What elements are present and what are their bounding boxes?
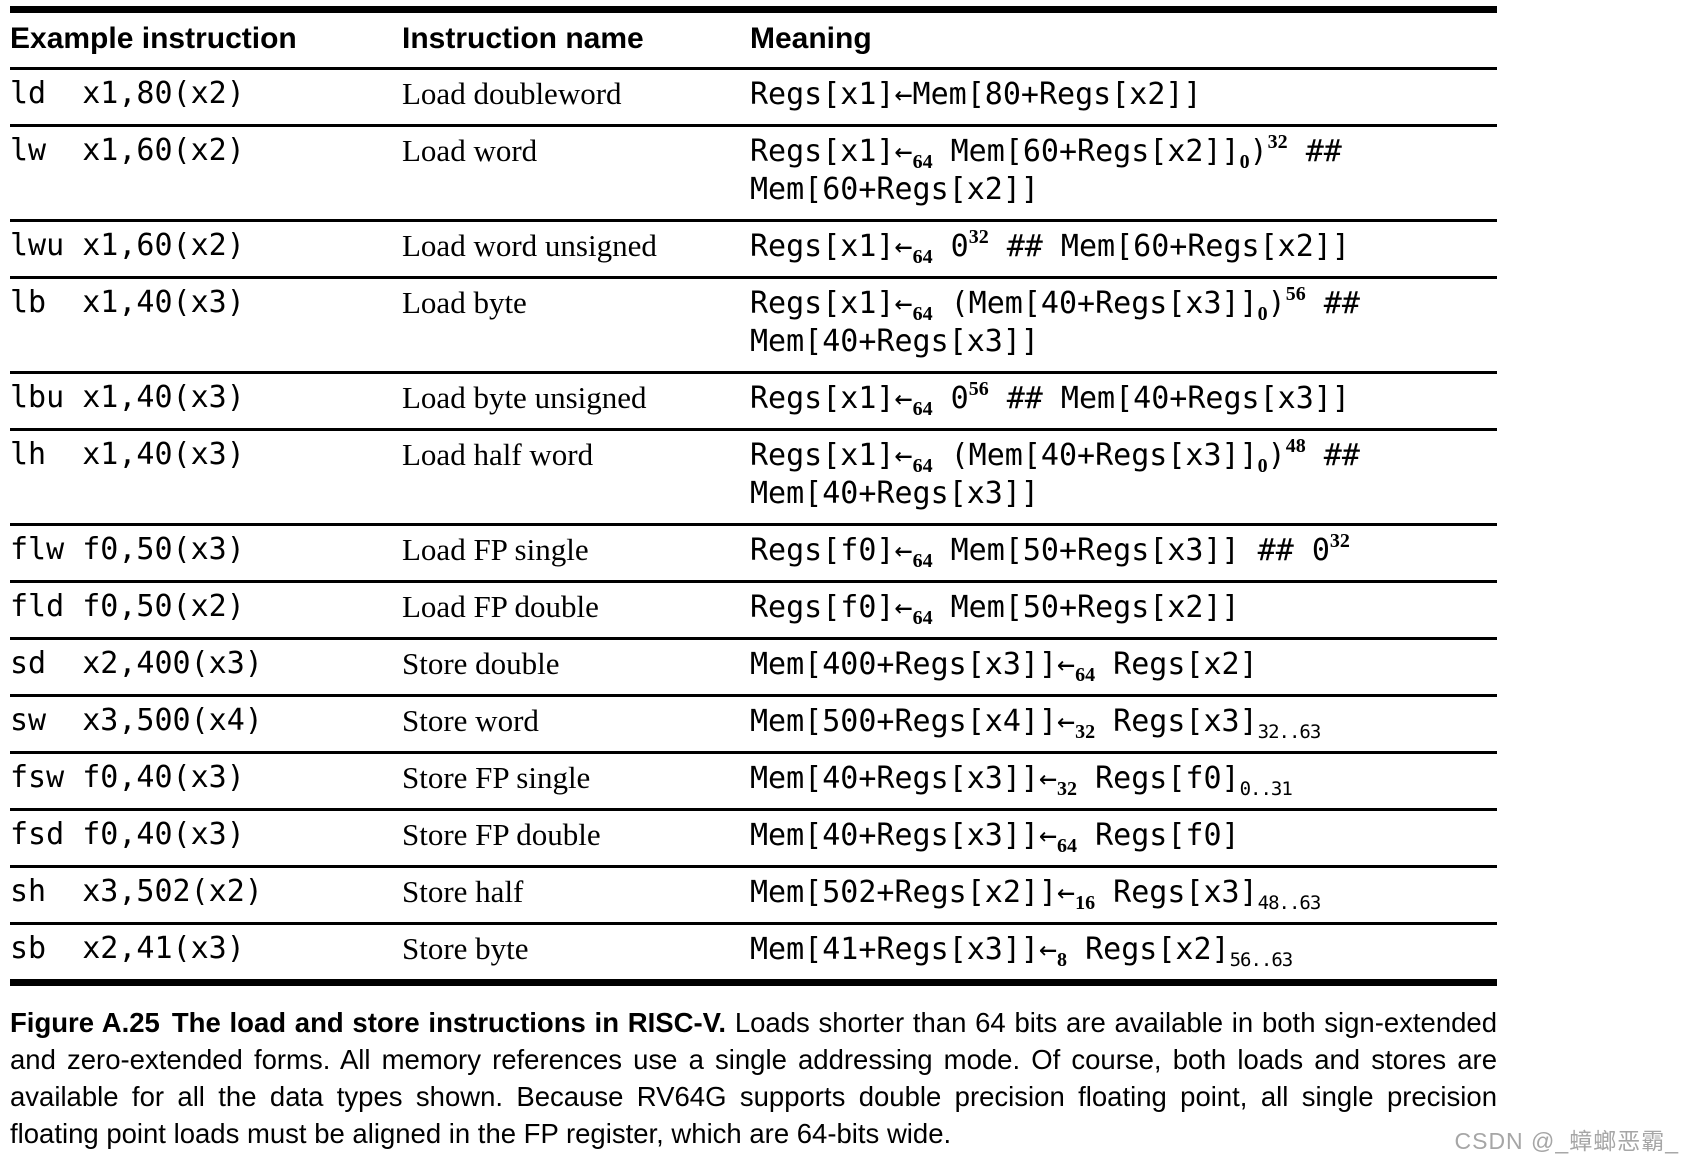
figure-caption-lead: The load and store instructions in RISC-…: [171, 1007, 727, 1038]
cell-meaning: Regs[x1]←64 032 ## Mem[60+Regs[x2]]: [750, 226, 1350, 268]
table-row: lw x1,60(x2) Load word Regs[x1]←64 Mem[60+…: [10, 125, 1497, 221]
subscript: 56..63: [1229, 949, 1294, 971]
table-row: lh x1,40(x3) Load half word Regs[x1]←64 (M…: [10, 429, 1497, 525]
subscript: 64: [912, 246, 933, 268]
subscript: 64: [912, 303, 933, 325]
cell-example-instruction: flw f0,50(x3): [10, 532, 245, 567]
subscript: 32: [1057, 778, 1078, 800]
cell-meaning: Regs[f0]←64 Mem[50+Regs[x3]] ## 032: [750, 530, 1350, 572]
cell-example-instruction: lh x1,40(x3): [10, 437, 245, 472]
cell-instruction-name: Load byte: [402, 285, 527, 320]
cell-meaning: Mem[400+Regs[x3]]←64 Regs[x2]: [750, 647, 1258, 686]
subscript: 64: [1057, 835, 1078, 857]
subscript: 8: [1057, 949, 1068, 971]
cell-example-instruction: fld f0,50(x2): [10, 589, 245, 624]
figure-caption-label: Figure A.25: [10, 1007, 160, 1038]
cell-meaning: Mem[41+Regs[x3]]←8 Regs[x2]56..63: [750, 932, 1294, 971]
cell-example-instruction: sd x2,400(x3): [10, 646, 263, 681]
subscript: 0: [1239, 151, 1250, 173]
cell-example-instruction: fsw f0,40(x3): [10, 760, 245, 795]
cell-meaning: Regs[x1]←64 056 ## Mem[40+Regs[x3]]: [750, 378, 1350, 420]
column-header-instruction-name: Instruction name: [402, 9, 750, 70]
superscript: 48: [1285, 435, 1306, 457]
table-row: fsw f0,40(x3) Store FP single Mem[40+Regs[…: [10, 752, 1497, 810]
subscript: 64: [912, 607, 933, 629]
subscript: 64: [912, 455, 933, 477]
subscript: 32..63: [1257, 721, 1322, 743]
subscript: 64: [912, 398, 933, 420]
table-row: sb x2,41(x3) Store byte Mem[41+Regs[x3]]←8…: [10, 923, 1497, 983]
cell-example-instruction: ld x1,80(x2): [10, 76, 245, 111]
superscript: 32: [968, 226, 989, 248]
cell-example-instruction: lw x1,60(x2): [10, 133, 245, 168]
cell-meaning: Regs[x1]←64 (Mem[40+Regs[x3]]0)48 ## Mem…: [750, 435, 1378, 511]
cell-meaning: Mem[500+Regs[x4]]←32 Regs[x3]32..63: [750, 704, 1322, 743]
column-header-example-instruction: Example instruction: [10, 9, 402, 70]
cell-instruction-name: Load FP double: [402, 589, 599, 624]
cell-meaning: Regs[x1]←64 Mem[60+Regs[x2]]0)32 ## Mem[…: [750, 131, 1360, 207]
column-header-meaning: Meaning: [750, 9, 1497, 70]
cell-instruction-name: Load byte unsigned: [402, 380, 647, 415]
superscript: 32: [1267, 131, 1288, 153]
subscript: 0..31: [1239, 778, 1293, 800]
cell-instruction-name: Load word: [402, 133, 538, 168]
cell-example-instruction: sb x2,41(x3): [10, 931, 245, 966]
table-row: sw x3,500(x4) Store word Mem[500+Regs[x4]]…: [10, 695, 1497, 753]
table-row: fsd f0,40(x3) Store FP double Mem[40+Regs[…: [10, 809, 1497, 867]
table-row: flw f0,50(x3) Load FP single Regs[f0]←64 M…: [10, 524, 1497, 582]
cell-meaning: Mem[502+Regs[x2]]←16 Regs[x3]48..63: [750, 875, 1322, 914]
header-row: Example instruction Instruction name Mea…: [10, 9, 1497, 70]
superscript: 32: [1329, 530, 1350, 552]
cell-example-instruction: sw x3,500(x4): [10, 703, 263, 738]
superscript: 56: [968, 378, 989, 400]
cell-example-instruction: fsd f0,40(x3): [10, 817, 245, 852]
cell-example-instruction: lwu x1,60(x2): [10, 228, 245, 263]
table-row: sh x3,502(x2) Store half Mem[502+Regs[x2]]…: [10, 866, 1497, 924]
cell-example-instruction: sh x3,502(x2): [10, 874, 263, 909]
subscript: 48..63: [1257, 892, 1322, 914]
table-row: lwu x1,60(x2) Load word unsigned Regs[x1]←…: [10, 220, 1497, 278]
cell-meaning: Regs[x1]←64 (Mem[40+Regs[x3]]0)56 ## Mem…: [750, 283, 1378, 359]
cell-instruction-name: Store double: [402, 646, 560, 681]
subscript: 0: [1257, 303, 1268, 325]
cell-example-instruction: lb x1,40(x3): [10, 285, 245, 320]
cell-instruction-name: Load word unsigned: [402, 228, 657, 263]
cell-meaning: Mem[40+Regs[x3]]←64 Regs[f0]: [750, 818, 1240, 857]
table-row: fld f0,50(x2) Load FP double Regs[f0]←64 M…: [10, 581, 1497, 639]
cell-instruction-name: Load half word: [402, 437, 594, 472]
table-body: ld x1,80(x2) Load doubleword Regs[x1]←Mem[…: [10, 69, 1497, 983]
superscript: 56: [1285, 283, 1306, 305]
cell-instruction-name: Store FP single: [402, 760, 591, 795]
cell-instruction-name: Store byte: [402, 931, 529, 966]
table-header: Example instruction Instruction name Mea…: [10, 9, 1497, 70]
figure-caption: Figure A.25 The load and store instructio…: [10, 1004, 1497, 1152]
table-row: lbu x1,40(x3) Load byte unsigned Regs[x1]←…: [10, 372, 1497, 430]
cell-instruction-name: Store half: [402, 874, 524, 909]
cell-instruction-name: Load FP single: [402, 532, 589, 567]
subscript: 64: [912, 550, 933, 572]
cell-meaning: Mem[40+Regs[x3]]←32 Regs[f0]0..31: [750, 761, 1293, 800]
cell-meaning: Regs[x1]←Mem[80+Regs[x2]]: [750, 77, 1202, 112]
table-row: ld x1,80(x2) Load doubleword Regs[x1]←Mem[…: [10, 69, 1497, 126]
cell-instruction-name: Load doubleword: [402, 76, 622, 111]
instruction-table: Example instruction Instruction name Mea…: [10, 6, 1497, 986]
subscript: 64: [1075, 664, 1096, 686]
subscript: 32: [1075, 721, 1096, 743]
figure-caption-body: Loads shorter than 64 bits are available…: [10, 1007, 1498, 1149]
cell-instruction-name: Store FP double: [402, 817, 601, 852]
subscript: 0: [1257, 455, 1268, 477]
subscript: 16: [1075, 892, 1096, 914]
subscript: 64: [912, 151, 933, 173]
table-row: sd x2,400(x3) Store double Mem[400+Regs[x3…: [10, 638, 1497, 696]
cell-example-instruction: lbu x1,40(x3): [10, 380, 245, 415]
cell-instruction-name: Store word: [402, 703, 539, 738]
watermark-text: CSDN @_蟑螂恶霸_: [1454, 1128, 1679, 1154]
table-row: lb x1,40(x3) Load byte Regs[x1]←64 (Mem[40…: [10, 277, 1497, 373]
cell-meaning: Regs[f0]←64 Mem[50+Regs[x2]]: [750, 590, 1240, 629]
